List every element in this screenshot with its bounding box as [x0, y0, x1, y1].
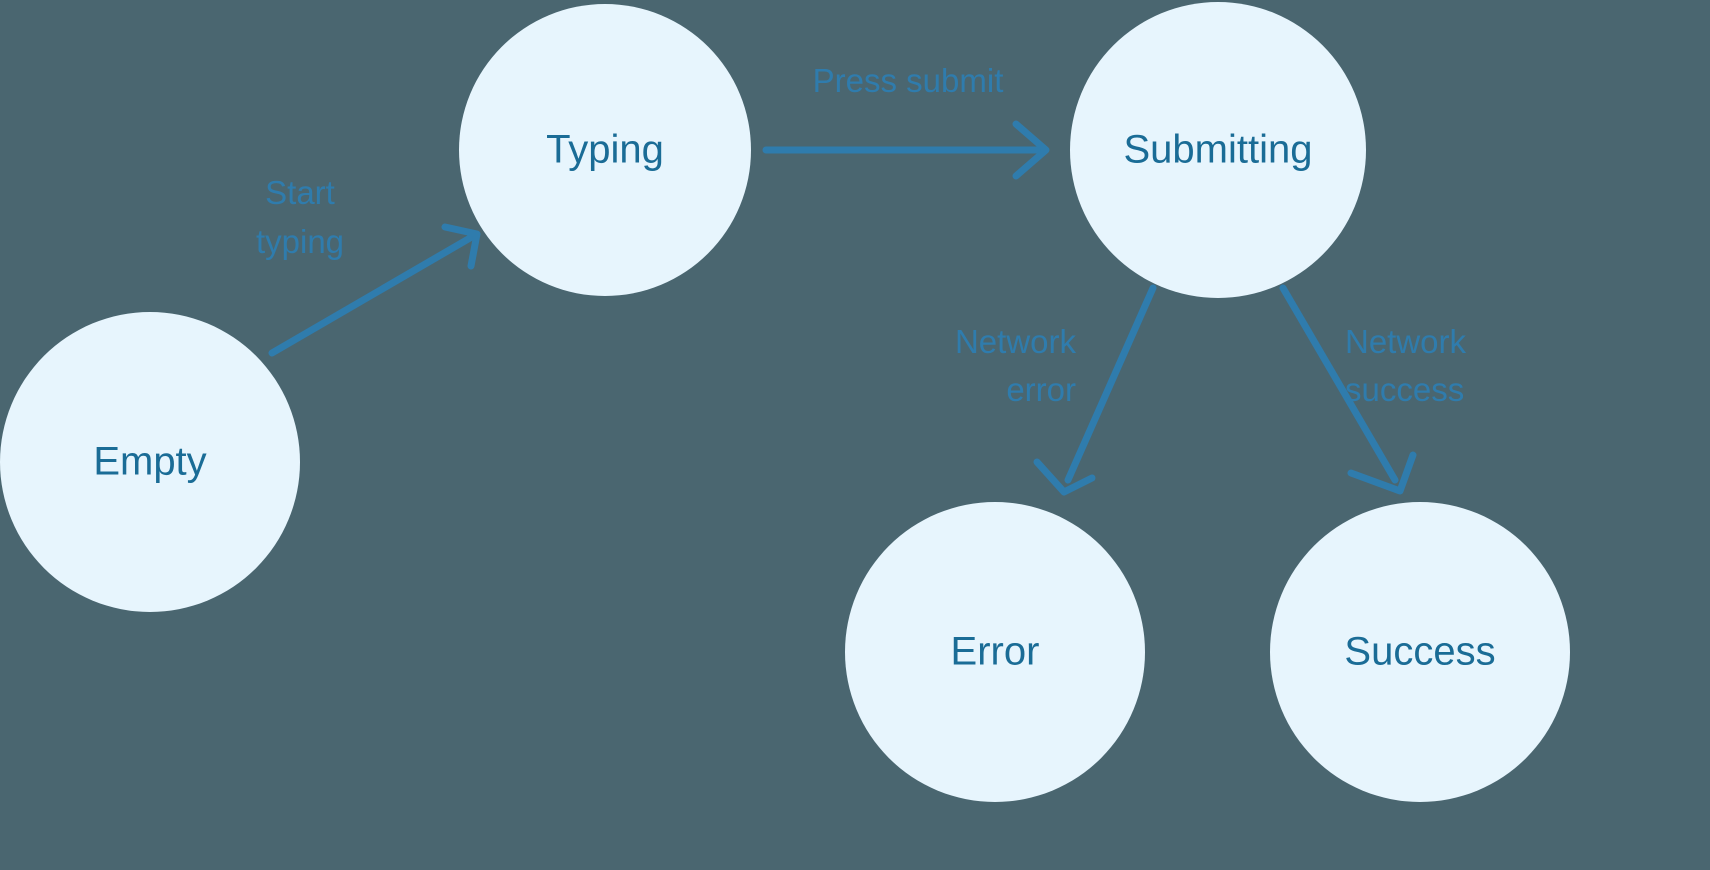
edge-empty-to-typing[interactable]: Start typing — [256, 174, 481, 357]
node-typing[interactable]: Typing — [459, 4, 751, 296]
arrowhead-typing-to-submitting — [1012, 120, 1050, 180]
edge-line-submitting-to-error — [1064, 284, 1157, 484]
node-empty-circle — [0, 312, 300, 612]
edge-label-empty-to-typing-line2: typing — [256, 223, 344, 260]
edge-label-submitting-to-success-line2: success — [1345, 371, 1464, 408]
edge-line-empty-to-typing — [268, 234, 474, 357]
node-empty-label: Empty — [93, 440, 206, 484]
edge-label-submitting-to-error-line2: error — [1006, 371, 1076, 408]
edge-submitting-to-success[interactable]: Network success — [1279, 284, 1467, 495]
node-typing-circle — [459, 4, 751, 296]
node-success-label: Success — [1344, 630, 1495, 674]
node-submitting[interactable]: Submitting — [1070, 2, 1366, 298]
node-error[interactable]: Error — [845, 502, 1145, 802]
node-error-label: Error — [951, 630, 1040, 674]
node-submitting-circle — [1070, 2, 1366, 298]
arrowhead-submitting-to-error — [1033, 458, 1096, 496]
edge-line-submitting-to-success — [1279, 284, 1399, 484]
edge-typing-to-submitting[interactable]: Press submit — [762, 62, 1050, 180]
arrowhead-submitting-to-success — [1347, 451, 1417, 495]
edge-submitting-to-error[interactable]: Network error — [955, 284, 1157, 496]
node-typing-label: Typing — [546, 128, 664, 172]
node-error-circle — [845, 502, 1145, 802]
node-empty[interactable]: Empty — [0, 312, 300, 612]
node-success-circle — [1270, 502, 1570, 802]
edge-label-submitting-to-error-line1: Network — [955, 323, 1077, 360]
edge-label-empty-to-typing-line1: Start — [265, 174, 335, 211]
node-submitting-label: Submitting — [1124, 128, 1313, 172]
edge-label-typing-to-submitting: Press submit — [813, 62, 1004, 99]
node-success[interactable]: Success — [1270, 502, 1570, 802]
arrowhead-empty-to-typing — [441, 223, 481, 270]
edge-label-submitting-to-success-line1: Network — [1345, 323, 1467, 360]
